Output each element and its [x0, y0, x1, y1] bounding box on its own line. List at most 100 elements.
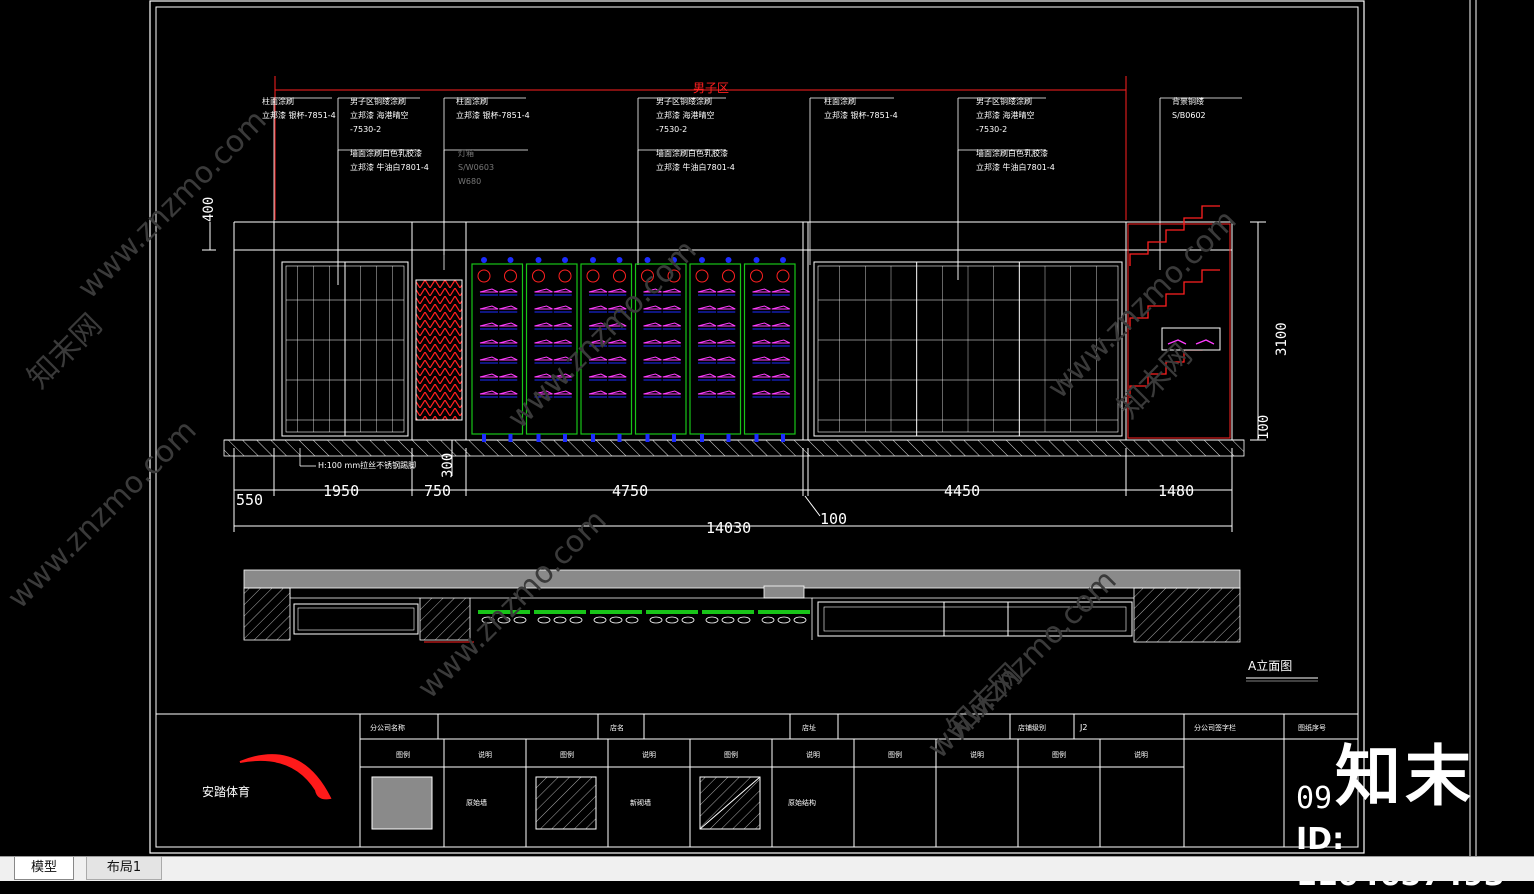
annotation-line: 立邦漆 银杯-7851-4: [456, 110, 530, 120]
annotation-line: 柱面涂刷: [824, 96, 856, 106]
annotation-line: S/W0603: [458, 163, 494, 172]
inner-frame: [155, 6, 1359, 848]
dim-total: 14030: [706, 519, 751, 537]
tb-level-value: J2: [1079, 723, 1087, 732]
legend-header: 说明: [970, 750, 984, 759]
shoe-display-wall: [471, 257, 796, 442]
dim-300: 300: [440, 453, 456, 478]
annotation-line: 立邦漆 牛油白7801-4: [976, 162, 1055, 172]
company-name: 安踏体育: [202, 784, 250, 799]
annotation-line: 柱面涂刷: [456, 96, 488, 106]
feature-wall-right: [1127, 205, 1231, 439]
tb-sheet-label: 图纸序号: [1298, 723, 1326, 732]
annotation-line: -7530-2: [976, 125, 1007, 134]
annotation-line: 立邦漆 海港晴空: [350, 110, 409, 120]
annotation-line: 立邦漆 海港晴空: [976, 110, 1035, 120]
legend-header: 图例: [1052, 750, 1066, 759]
annotation-line: 立邦漆 海港晴空: [656, 110, 715, 120]
watermark-site: www.znzmo.com: [921, 563, 1124, 766]
legend-header: 图例: [888, 750, 902, 759]
legend-header: 图例: [560, 750, 574, 759]
legend-header: 说明: [478, 750, 492, 759]
dim-4750: 4750: [612, 482, 648, 500]
annotation-line: 立邦漆 牛油白7801-4: [656, 162, 735, 172]
layout-tabs-bar: 模型 布局1: [0, 856, 1534, 881]
dim-4450: 4450: [944, 482, 980, 500]
annotation-line: S/B0602: [1172, 111, 1206, 120]
feature-niche: [1161, 327, 1221, 351]
annotation-line: -7530-2: [350, 125, 381, 134]
watermark-logo: 知末: [1335, 738, 1475, 815]
annotation-line: 立邦漆 银杯-7851-4: [262, 110, 336, 120]
title-block: [156, 713, 1358, 847]
glass-shelf-unit-right: [813, 261, 1123, 437]
tb-sign-label: 分公司签字栏: [1194, 723, 1236, 732]
tb-company-label: 分公司名称: [370, 723, 405, 732]
annotation-line: 墙面涂刷白色乳胶漆: [350, 148, 422, 158]
outer-frame: [149, 0, 1365, 854]
vertical-dimensions: [202, 221, 1266, 476]
watermark-brand: 知末网: [941, 657, 1029, 745]
tb-level-label: 店铺级别: [1018, 723, 1046, 732]
dim-gap: 100: [820, 510, 847, 528]
legend-item-original-wall: 原始墙: [466, 798, 487, 807]
tb-shopname-label: 店名: [610, 723, 624, 732]
tab-layout1[interactable]: 布局1: [86, 857, 162, 880]
lightbox-panel: [415, 279, 463, 421]
dim-3100: 3100: [1274, 322, 1290, 356]
legend-header: 说明: [1134, 750, 1148, 759]
annotation-line: 立邦漆 银杯-7851-4: [824, 110, 898, 120]
dim-400: 400: [201, 197, 217, 222]
annotation-line: 立邦漆 牛油白7801-4: [350, 162, 429, 172]
sheet-number: 09: [1296, 781, 1332, 816]
dim-550: 550: [236, 491, 263, 509]
legend-item-new-wall: 新砌墙: [630, 798, 651, 807]
floor-hatch: [223, 439, 1245, 457]
annotation-line: 男子区铜缕涂刷: [350, 96, 406, 106]
annotation-line: 背景铜缕: [1172, 96, 1204, 106]
base-note: H:100 mm拉丝不锈钢踢脚: [318, 460, 416, 470]
tab-model[interactable]: 模型: [14, 857, 74, 880]
watermark-brand: 知末网: [1111, 337, 1199, 425]
annotation-note: 背景铜缕 S/B0602: [1159, 96, 1242, 270]
annotation-line: 柱面涂刷: [262, 96, 294, 106]
legend-header: 说明: [806, 750, 820, 759]
annotation-line: 墙面涂刷白色乳胶漆: [656, 148, 728, 158]
view-title: A立面图: [1248, 658, 1292, 673]
dim-1480: 1480: [1158, 482, 1194, 500]
legend-header: 图例: [724, 750, 738, 759]
legend-swatch-new-wall: [535, 776, 597, 830]
legend-header: 说明: [642, 750, 656, 759]
zone-title: 男子区: [693, 81, 729, 95]
annotation-line: 男子区铜缕涂刷: [976, 96, 1032, 106]
legend-header: 图例: [396, 750, 410, 759]
anta-logo-icon: [239, 754, 332, 800]
tb-address-label: 店址: [802, 723, 816, 732]
horizontal-dimensions: [233, 448, 1233, 532]
dim-1950: 1950: [323, 482, 359, 500]
dim-750: 750: [424, 482, 451, 500]
legend-swatch-original-wall: [371, 776, 433, 830]
zone-dimension: [274, 76, 1127, 220]
plan-section: [243, 569, 1241, 643]
annotation-line: 灯箱: [458, 148, 474, 158]
glass-shelf-unit-left: [281, 261, 409, 437]
annotation-line: 墙面涂刷白色乳胶漆: [976, 148, 1048, 158]
watermark-site: www.znzmo.com: [71, 103, 274, 306]
watermark-brand: 知末网: [21, 307, 109, 395]
dim-100-vert: 100: [1256, 415, 1272, 440]
annotation-line: 男子区铜缕涂刷: [656, 96, 712, 106]
annotation-line: W680: [458, 177, 481, 186]
